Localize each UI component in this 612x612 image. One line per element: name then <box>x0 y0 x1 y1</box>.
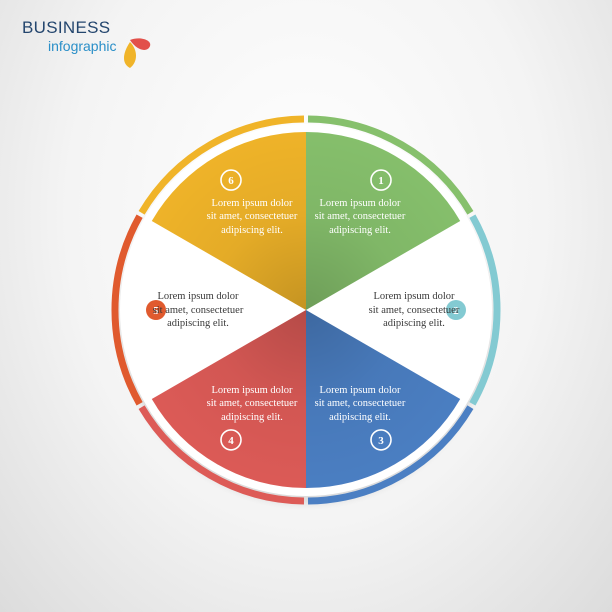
step-badge-2: 2 <box>446 300 466 320</box>
brand-title: BUSINESS <box>22 18 111 37</box>
segment-shade-4 <box>151 310 306 489</box>
segment-text-3: Lorem ipsum dolor sit amet, consectetuer… <box>314 384 406 423</box>
step-badge-5: 5 <box>146 300 166 320</box>
ring-arc-6 <box>138 115 305 215</box>
ring-arc-5 <box>111 214 143 406</box>
ring-arc-1 <box>307 115 474 215</box>
step-badge-1: 1 <box>370 169 392 191</box>
segment-shade-3 <box>306 310 461 488</box>
segment-shade-6 <box>151 132 306 310</box>
brand-logo-icon <box>124 38 151 68</box>
step-number-5: 5 <box>153 305 159 317</box>
segment-text-4: Lorem ipsum dolor sit amet, consectetuer… <box>206 384 298 423</box>
ring-arc-2 <box>469 214 501 406</box>
step-number-3: 3 <box>378 435 384 447</box>
step-badge-3: 3 <box>370 429 392 451</box>
segment-text-2: Lorem ipsum dolor sit amet, consectetuer… <box>368 291 460 329</box>
segment-shade-1 <box>306 131 461 310</box>
segment-text-1: Lorem ipsum dolor sit amet, consectetuer… <box>314 197 406 236</box>
step-number-6: 6 <box>228 175 234 187</box>
segment-text-6: Lorem ipsum dolor sit amet, consectetuer… <box>206 197 298 236</box>
ring-arc-3 <box>307 405 474 505</box>
brand: BUSINESS infographic <box>22 18 117 54</box>
step-badge-6: 6 <box>220 169 242 191</box>
step-badge-4: 4 <box>220 429 242 451</box>
ring-arc-4 <box>138 405 305 505</box>
step-number-4: 4 <box>228 435 234 447</box>
brand-subtitle: infographic <box>48 38 117 54</box>
step-number-2: 2 <box>453 305 459 317</box>
step-number-1: 1 <box>378 175 384 187</box>
segment-text-5: Lorem ipsum dolor sit amet, consectetuer… <box>152 291 244 329</box>
